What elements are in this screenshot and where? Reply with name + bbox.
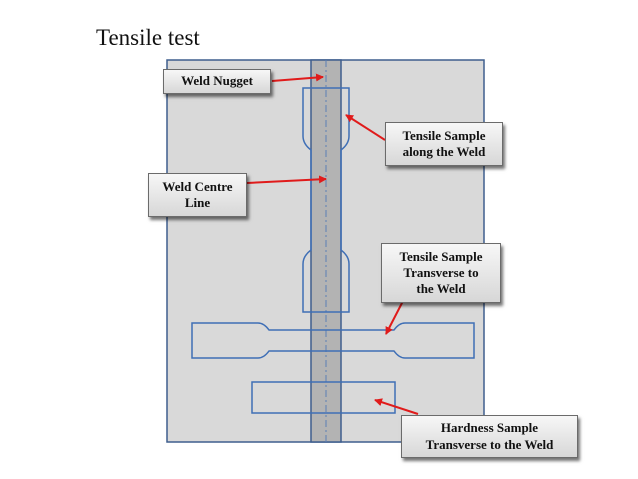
tensile-sample-along-weld	[302, 87, 350, 313]
callout-tensile-along-weld: Tensile Sample along the Weld	[385, 122, 503, 166]
tensile-sample-transverse-weld	[191, 322, 475, 359]
arrow-weld-nugget	[271, 73, 324, 82]
callout-weld-nugget: Weld Nugget	[163, 69, 271, 94]
slide-title: Tensile test	[96, 25, 200, 50]
arrow-tensile-transverse	[385, 300, 404, 335]
callout-weld-centre-line: Weld Centre Line	[148, 173, 247, 217]
arrow-hardness	[374, 398, 419, 415]
arrow-tensile-along	[345, 114, 386, 141]
callout-hardness-transverse-weld: Hardness Sample Transverse to the Weld	[401, 415, 578, 458]
hardness-sample-transverse-weld	[251, 381, 396, 414]
callout-tensile-transverse-weld: Tensile Sample Transverse to the Weld	[381, 243, 501, 303]
arrow-weld-centre-line	[246, 175, 327, 184]
